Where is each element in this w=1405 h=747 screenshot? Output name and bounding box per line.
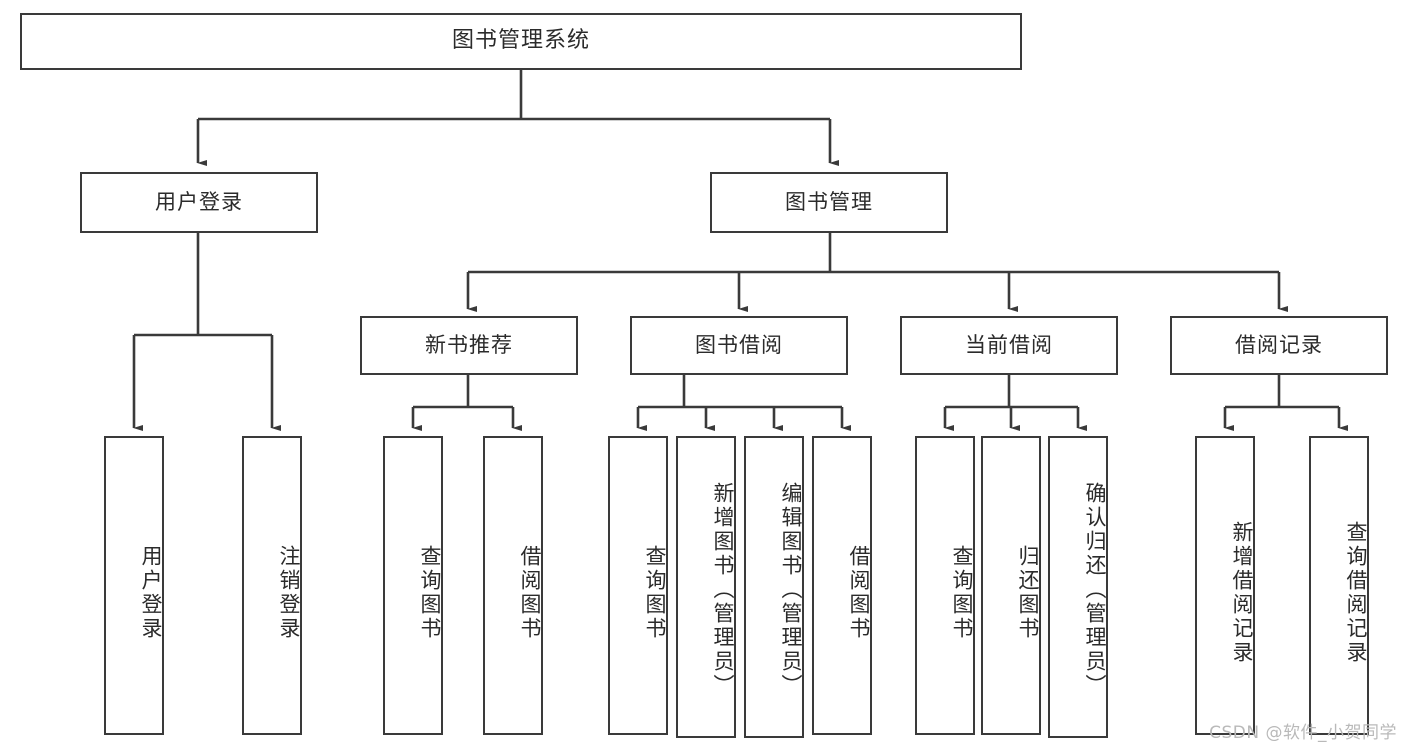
leaf-query-book-current[interactable]: 查询图书 [915,436,975,735]
node-label: 借阅图书 [847,544,871,641]
node-label: 当前借阅 [965,332,1053,357]
node-new-book-recommend[interactable]: 新书推荐 [360,316,578,375]
node-label: 借阅记录 [1235,332,1323,357]
leaf-edit-book[interactable]: 编辑图书（管理员） [744,436,804,738]
node-label: 确认归还（管理员） [1083,482,1107,698]
node-book-management[interactable]: 图书管理 [710,172,948,233]
leaf-logout-login[interactable]: 注销登录 [242,436,302,735]
node-current-borrow[interactable]: 当前借阅 [900,316,1118,375]
node-label: 图书管理 [785,189,873,214]
node-book-borrow[interactable]: 图书借阅 [630,316,848,375]
node-label: 编辑图书（管理员） [779,482,803,698]
leaf-query-borrow-record[interactable]: 查询借阅记录 [1309,436,1369,735]
node-user-login[interactable]: 用户登录 [80,172,318,233]
leaf-query-book-borrow[interactable]: 查询图书 [608,436,668,735]
node-label: 新增借阅记录 [1230,520,1254,665]
node-label: 查询借阅记录 [1344,520,1368,665]
node-label: 新增图书（管理员） [711,482,735,698]
leaf-add-book[interactable]: 新增图书（管理员） [676,436,736,738]
leaf-borrow-book-recommend[interactable]: 借阅图书 [483,436,543,735]
node-label: 图书借阅 [695,332,783,357]
leaf-query-book-recommend[interactable]: 查询图书 [383,436,443,735]
node-root-system[interactable]: 图书管理系统 [20,13,1022,70]
leaf-add-borrow-record[interactable]: 新增借阅记录 [1195,436,1255,735]
node-label: 归还图书 [1016,544,1040,641]
node-label: 图书管理系统 [451,28,590,54]
leaf-borrow-book[interactable]: 借阅图书 [812,436,872,735]
node-label: 查询图书 [950,544,974,641]
leaf-return-book[interactable]: 归还图书 [981,436,1041,735]
node-label: 新书推荐 [425,332,513,357]
leaf-confirm-return[interactable]: 确认归还（管理员） [1048,436,1108,738]
node-label: 查询图书 [643,544,667,641]
node-label: 用户登录 [139,544,163,641]
node-label: 注销登录 [277,544,301,641]
csdn-watermark: CSDN @软件_小贺同学 [1209,723,1397,743]
leaf-user-login[interactable]: 用户登录 [104,436,164,735]
node-borrow-record[interactable]: 借阅记录 [1170,316,1388,375]
node-label: 借阅图书 [518,544,542,641]
node-label: 用户登录 [155,189,243,214]
node-label: 查询图书 [418,544,442,641]
